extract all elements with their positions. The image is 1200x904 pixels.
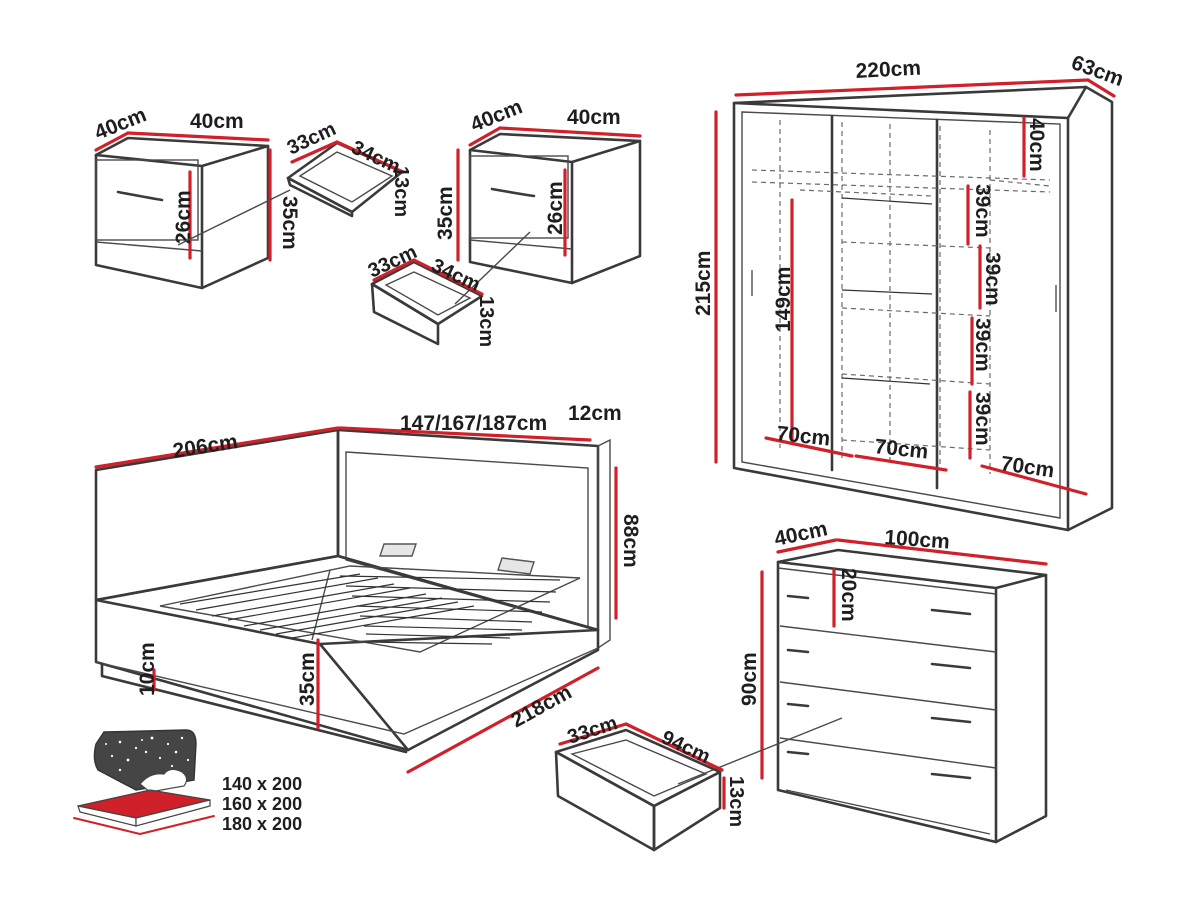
bed-widths-label: 147/167/187cm: [400, 412, 547, 435]
mattress-size-180-label: 180 x 200: [222, 814, 302, 834]
dresser-height-label: 90cm: [738, 652, 761, 706]
bed-lift-handle-icon: [497, 557, 535, 575]
wardrobe-hanging-label: 149cm: [772, 267, 795, 332]
bed-slats: [179, 573, 561, 645]
nightstand-right-drawer-depth-label: 34cm: [428, 255, 484, 297]
bed-lift-handle-icon: [379, 543, 417, 557]
nightstand-left-width-label: 40cm: [190, 110, 244, 133]
wardrobe-height-label: 215cm: [692, 251, 715, 316]
dresser-drawer: [554, 722, 726, 852]
nightstand-right-height-label: 35cm: [434, 186, 457, 240]
nightstand-right-drawer-width-label: 33cm: [365, 241, 421, 283]
dresser: [760, 538, 1048, 844]
leader-line: [454, 231, 531, 305]
wardrobe-section-1-label: 70cm: [775, 422, 831, 450]
bed: [94, 426, 618, 774]
wardrobe-top-shelf-label: 40cm: [1025, 118, 1048, 172]
nightstand-right: [456, 126, 642, 285]
dresser-drawer-depth-label: 94cm: [658, 727, 714, 769]
nightstand-left-front-height-label: 26cm: [172, 190, 195, 244]
dresser-drawer-height-label: 13cm: [725, 776, 747, 827]
mattress-size-140-label: 140 x 200: [222, 774, 302, 794]
dresser-top-drawer-label: 20cm: [837, 568, 860, 622]
nightstand-right-drawer-height-label: 13cm: [475, 296, 497, 347]
wardrobe-shelf-4-label: 39cm: [971, 392, 994, 446]
bed-headboard-height-label: 88cm: [619, 514, 642, 568]
nightstand-right-front-height-label: 26cm: [544, 181, 567, 235]
mattress-size-icon: [73, 729, 215, 835]
bed-frame-height-label: 35cm: [296, 652, 319, 706]
wardrobe-shelf-3-label: 39cm: [971, 318, 994, 372]
bed-headboard-depth-label: 12cm: [568, 402, 622, 425]
dresser-width-label: 100cm: [884, 526, 951, 554]
dresser-handles: [786, 594, 972, 780]
nightstand-left-drawer: [286, 140, 405, 218]
bed-total-length-label: 218cm: [507, 681, 575, 733]
nightstand-left-drawer-height-label: 13cm: [390, 166, 412, 217]
wardrobe: [714, 78, 1116, 532]
mattress-size-160-label: 160 x 200: [222, 794, 302, 814]
nightstand-left: [94, 131, 272, 290]
nightstand-right-width-label: 40cm: [567, 106, 621, 129]
wardrobe-width-label: 220cm: [855, 57, 922, 83]
bed-length-label: 206cm: [171, 430, 239, 463]
bed-plinth-height-label: 10cm: [136, 642, 159, 696]
nightstand-left-height-label: 35cm: [278, 196, 301, 250]
wardrobe-section-3-label: 70cm: [999, 452, 1055, 482]
wardrobe-shelf-2-label: 39cm: [981, 252, 1004, 306]
wardrobe-section-2-label: 70cm: [873, 435, 929, 463]
leader-line: [177, 189, 291, 246]
wardrobe-shelf-1-label: 39cm: [971, 184, 994, 238]
nightstand-right-drawer: [370, 258, 484, 346]
